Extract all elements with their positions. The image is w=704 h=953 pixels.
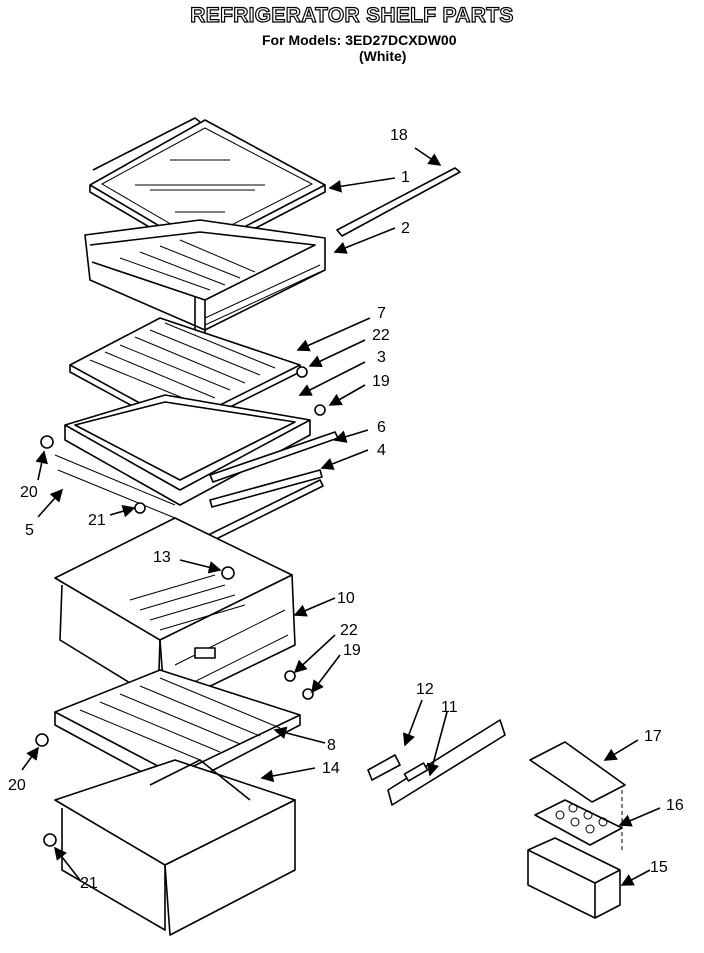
part-1-glass-shelf [89, 117, 326, 258]
callout-6: 6 [377, 419, 386, 436]
callout-15: 15 [650, 859, 668, 876]
callout-5: 5 [25, 522, 34, 539]
callout-19b: 19 [343, 642, 361, 659]
callout-21: 21 [88, 512, 106, 529]
callout-3: 3 [377, 349, 386, 366]
callout-12: 12 [416, 681, 434, 698]
callout-16: 16 [666, 797, 684, 814]
callout-20b: 20 [8, 777, 26, 794]
part-17-lid [529, 741, 626, 803]
part-11-plate [387, 719, 506, 806]
callout-7: 7 [377, 305, 386, 322]
callout-18: 18 [390, 127, 408, 144]
part-14-pan [54, 759, 296, 936]
callout-22: 22 [372, 327, 390, 344]
callout-14: 14 [322, 760, 340, 777]
part-4-rail [197, 469, 324, 548]
callout-1: 1 [401, 169, 410, 186]
part-2-shelf-frame [84, 219, 326, 335]
part-15-bin [527, 837, 621, 919]
part-12-bracket [367, 754, 401, 781]
part-18-rail [336, 167, 461, 237]
page-title: REFRIGERATOR SHELF PARTS [190, 3, 514, 27]
callout-11: 11 [441, 699, 458, 716]
callout-20: 20 [20, 484, 38, 501]
callout-22b: 22 [340, 622, 358, 639]
callout-21b: 21 [80, 875, 98, 892]
callout-2: 2 [401, 220, 410, 237]
callout-4: 4 [377, 442, 386, 459]
leader-lines [21, 147, 661, 886]
callout-19: 19 [372, 373, 390, 390]
part-3-frame [54, 394, 311, 519]
model-number: For Models: 3ED27DCXDW00 [262, 32, 457, 48]
fastener-parts [35, 366, 326, 847]
callout-8: 8 [327, 737, 336, 754]
callout-17: 17 [644, 728, 662, 745]
callout-10: 10 [337, 590, 355, 607]
color-variant: (White) [359, 48, 407, 64]
callout-13: 13 [153, 549, 171, 566]
callout-labels: 18 1 2 7 22 3 19 6 4 20 5 21 13 10 22 19… [8, 127, 684, 892]
part-16-egg-tray [534, 799, 623, 846]
